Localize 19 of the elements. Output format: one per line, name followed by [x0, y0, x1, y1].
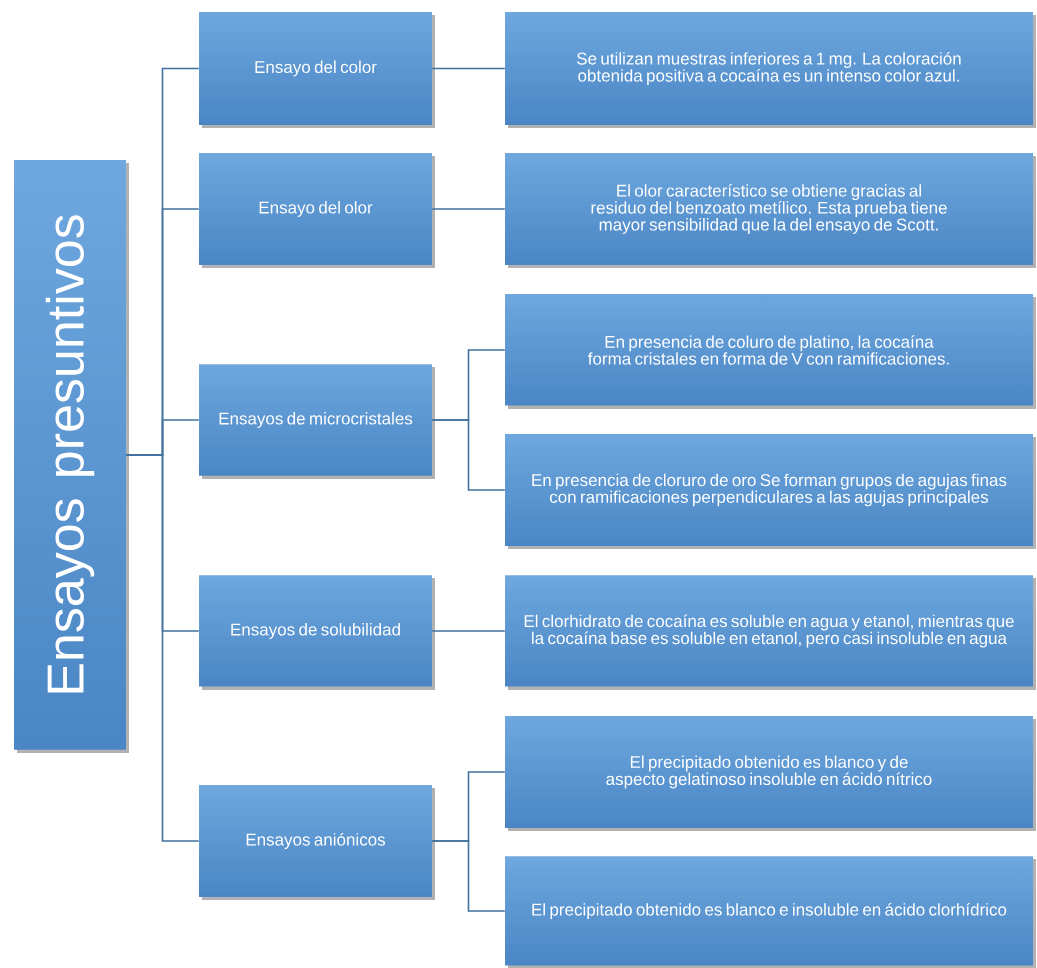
- connector-line: [431, 419, 506, 491]
- category-box: Ensayos aniónicos: [199, 785, 435, 900]
- category-box: Ensayo del color: [199, 12, 435, 128]
- description-box: Se utilizan muestras inferiores a 1 mg. La coloración obtenida positiva a cocaína es un intenso color azul.: [505, 12, 1036, 128]
- connector-line: [431, 630, 506, 632]
- description-box: En presencia de coluro de platino, la cocaína forma cristales en forma de V con ramificaciones.: [505, 294, 1036, 409]
- description-box: El olor característico se obtiene gracias al residuo del benzoato metílico. Esta prueba tiene mayor sensibilidad que la del ensayo de Scott.: [505, 153, 1036, 268]
- connector-line: [431, 840, 506, 912]
- connector-line: [431, 67, 506, 70]
- connector-line: [431, 208, 506, 210]
- category-box: Ensayos de microcristales: [199, 364, 435, 479]
- description-box: El precipitado obtenido es blanco e insoluble en ácido clorhídrico: [505, 856, 1036, 968]
- title-box: Ensayos presuntivos: [14, 160, 129, 753]
- description-box: En presencia de cloruro de oro Se forman grupos de agujas finas con ramificaciones perpendiculares a las agujas principales: [505, 434, 1036, 549]
- connector-line: [125, 454, 200, 842]
- description-box: El precipitado obtenido es blanco y de aspecto gelatinoso insoluble en ácido nítrico: [505, 716, 1036, 831]
- category-box: Ensayos de solubilidad: [199, 575, 435, 690]
- description-box: El clorhidrato de cocaína es soluble en agua y etanol, mientras que la cocaína base es soluble en etanol, pero casi insoluble en agua: [505, 575, 1036, 690]
- category-box: Ensayo del olor: [199, 153, 435, 268]
